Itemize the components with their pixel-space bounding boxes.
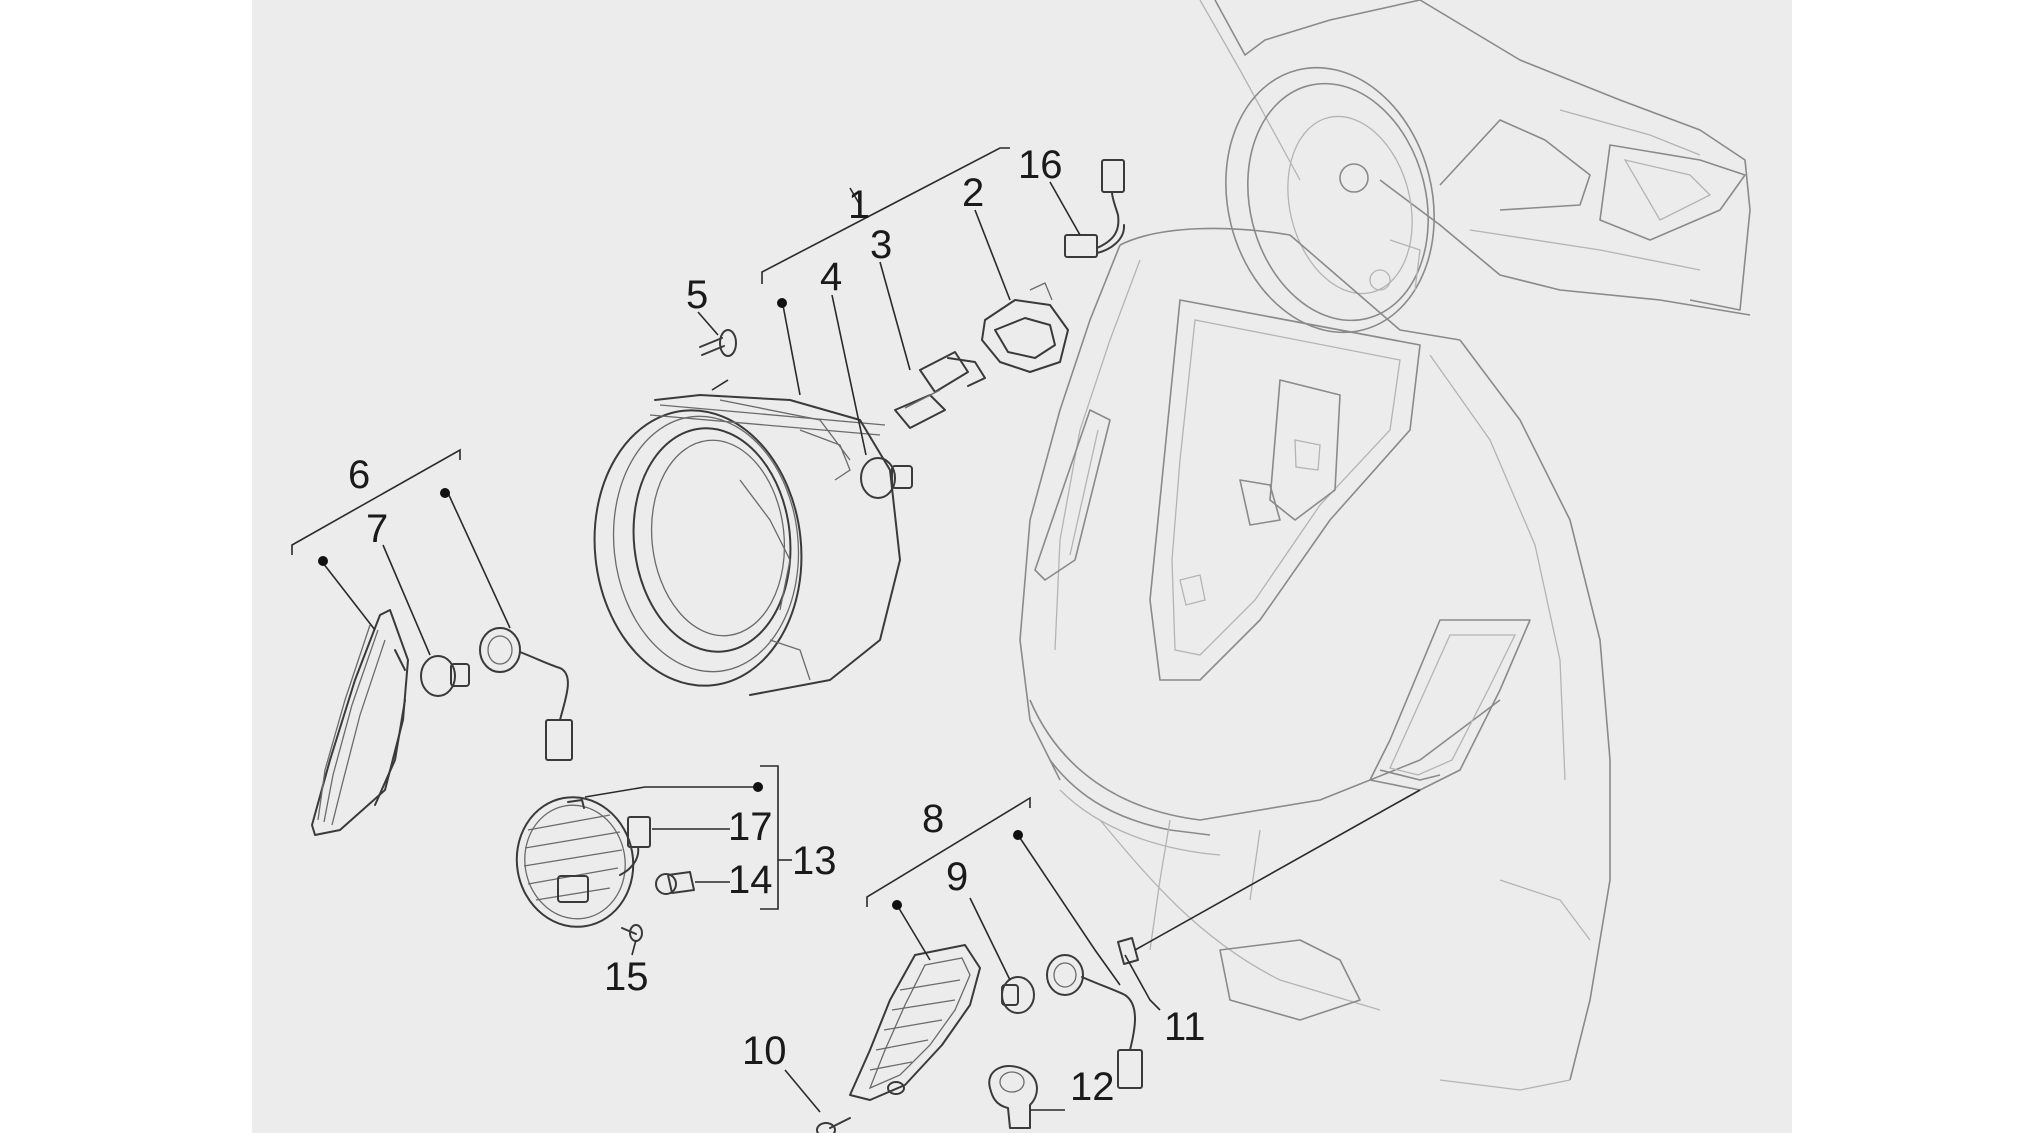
round-side-lamp: [515, 796, 695, 942]
scooter-front-body: [1019, 0, 1751, 1091]
callout-16: 16: [1018, 143, 1063, 187]
callout-5: 5: [686, 273, 708, 317]
callout-17: 17: [728, 805, 773, 849]
headlamp-housing-ring: [1225, 66, 1435, 334]
bulb-holder: [981, 282, 1069, 373]
callout-13: 13: [792, 839, 837, 883]
headlight-unit: [593, 394, 901, 696]
leader-lines: [291, 147, 1421, 1113]
callout-2: 2: [962, 171, 984, 215]
callout-4: 4: [820, 255, 842, 299]
headlight-wiring-connector: [1064, 159, 1126, 258]
callout-9: 9: [946, 855, 968, 899]
callout-11: 11: [1164, 1005, 1206, 1049]
headlight-screw: [699, 329, 737, 357]
callout-12: 12: [1070, 1065, 1115, 1109]
reference-dots: [318, 298, 1023, 910]
left-turn-indicator: [311, 609, 573, 836]
callout-6: 6: [348, 453, 370, 497]
callout-8: 8: [922, 797, 944, 841]
callout-10: 10: [742, 1029, 787, 1073]
callout-14: 14: [728, 858, 773, 902]
callout-15: 15: [604, 955, 649, 999]
callout-numbers: 1 2 3 4 5 6 7 8 9 10 11 12 13 14 15 16 1…: [348, 143, 1206, 1109]
callout-3: 3: [870, 223, 892, 267]
headlight-bulb-h4: [894, 351, 986, 429]
callout-1: 1: [848, 183, 870, 227]
parking-light-bulb: [860, 457, 913, 499]
diagram-background: [252, 0, 1792, 1133]
callout-7: 7: [366, 507, 388, 551]
right-turn-indicator: [816, 937, 1143, 1133]
